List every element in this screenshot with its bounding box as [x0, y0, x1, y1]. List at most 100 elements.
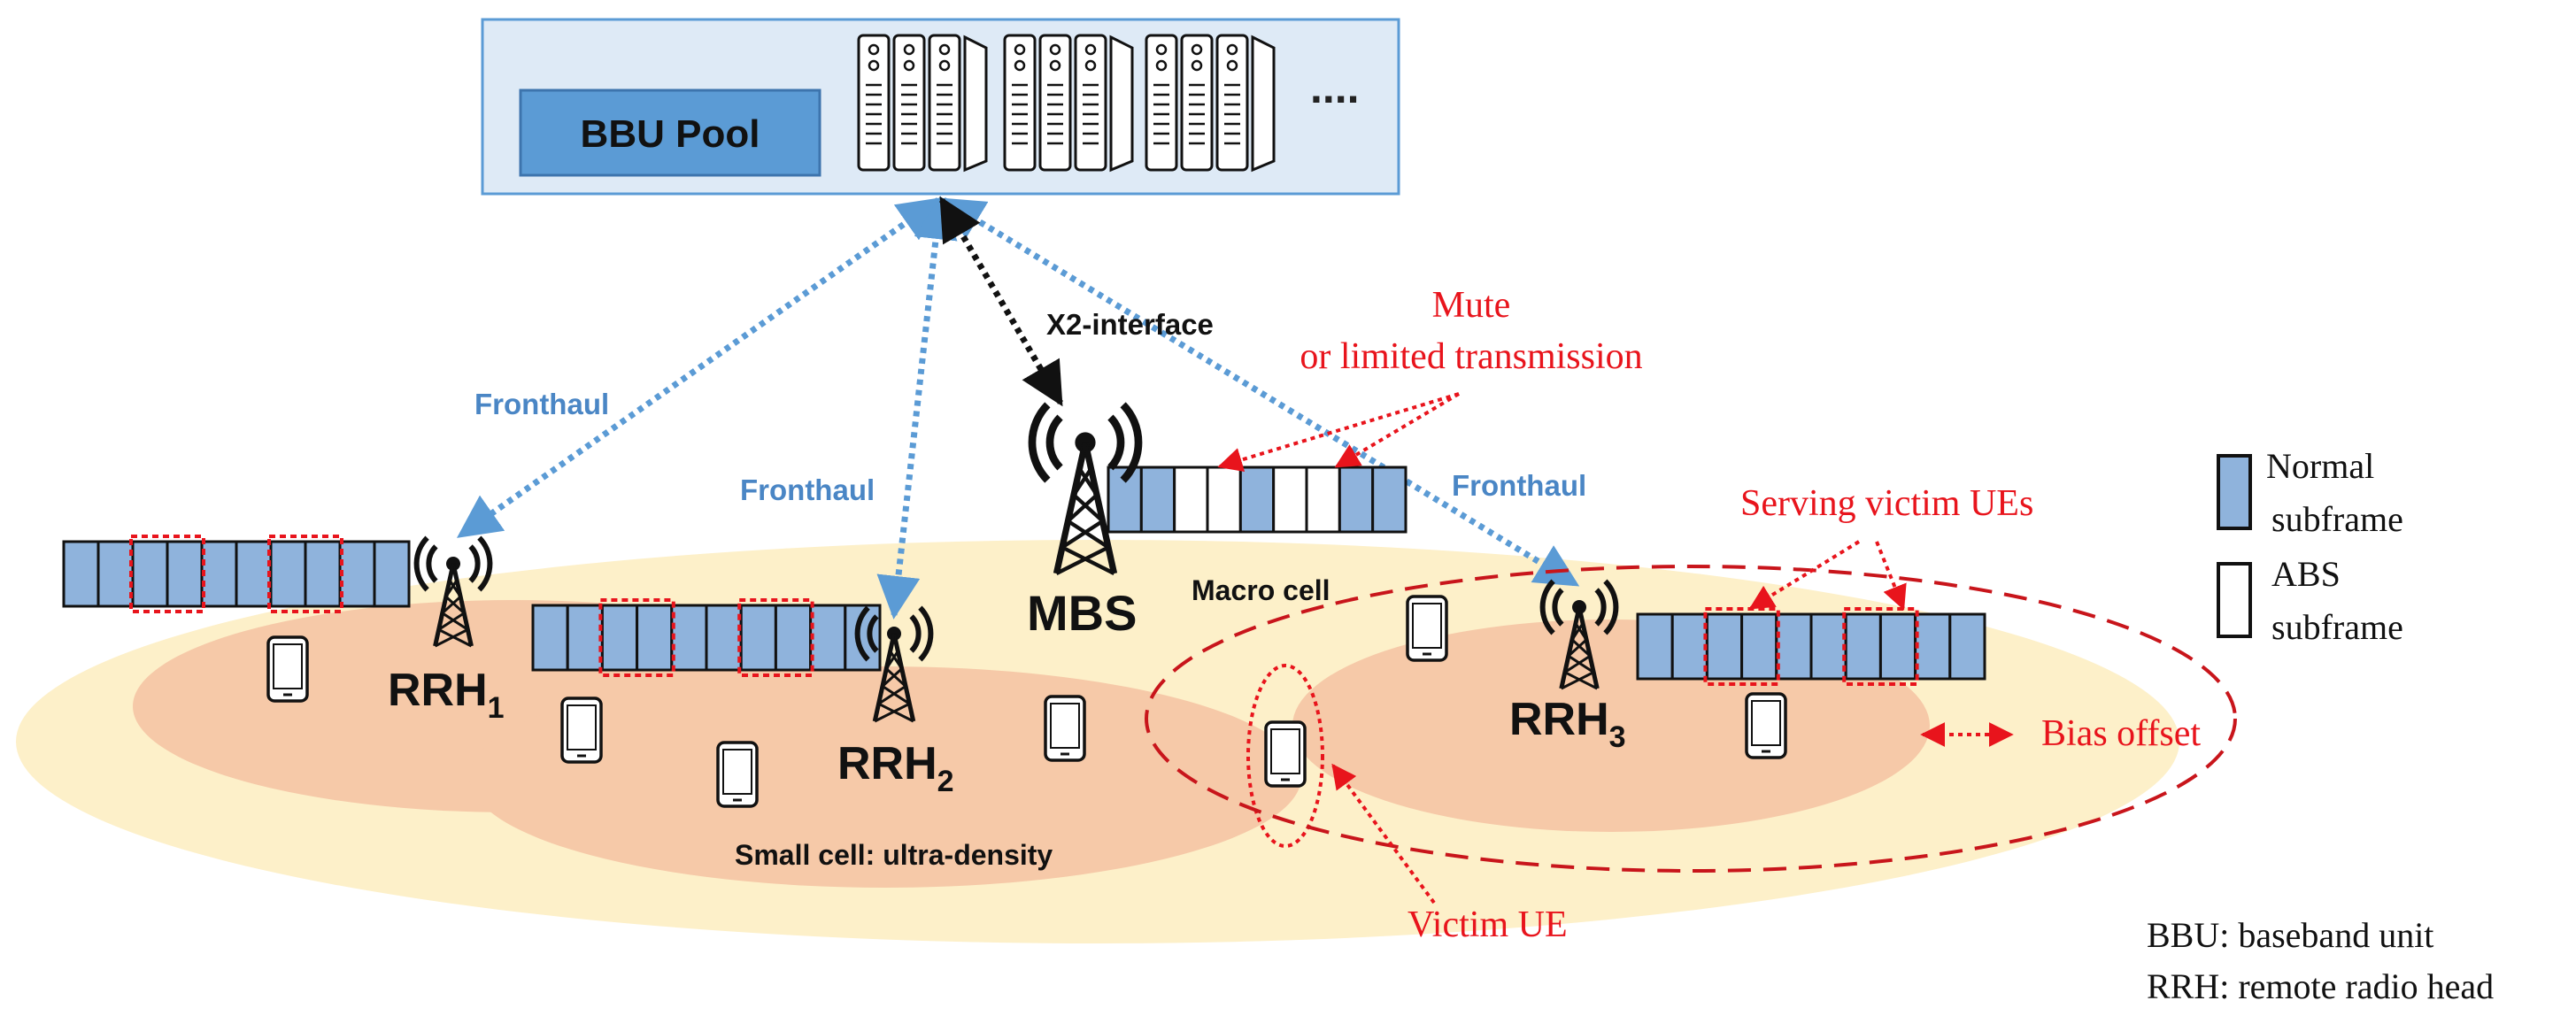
normal-subframe	[1371, 466, 1408, 534]
bbu-pool-label-box	[519, 89, 821, 177]
tower-brace-icon	[877, 702, 914, 723]
tower-brace-icon	[1568, 654, 1595, 673]
x2-interface-label: X2-interface	[1046, 308, 1214, 341]
normal-subframe	[166, 540, 204, 608]
signal-wave-icon	[918, 605, 934, 662]
tower-brace-icon	[1067, 519, 1110, 550]
victim-ue-label: Victim UE	[1408, 904, 1568, 945]
tower-brace-icon	[448, 563, 455, 581]
tower-brace-icon	[1561, 671, 1594, 690]
serving-victim-ues-label: Serving victim UEs	[1740, 483, 2033, 524]
normal-subframe	[269, 540, 307, 608]
normal-subframe	[636, 604, 674, 672]
server-rack-icon	[1145, 34, 1178, 172]
fronthaul-label-right: Fronthaul	[1452, 469, 1586, 502]
bbu-pool: BBU Pool ....	[481, 18, 1400, 196]
subframe-bar-mbs	[1107, 466, 1408, 534]
rrh3-label-base: RRH	[1509, 694, 1609, 745]
expanded-range-boundary	[1145, 565, 2237, 873]
server-rack-icon	[928, 34, 961, 172]
legend-normal-swatch	[2217, 454, 2252, 530]
normal-subframe	[62, 540, 100, 608]
normal-subframe	[1238, 466, 1276, 534]
legend-abs-swatch	[2217, 562, 2252, 638]
rrh1-antenna-icon	[413, 535, 493, 648]
normal-subframe	[235, 540, 273, 608]
bias-offset-label: Bias offset	[2041, 713, 2201, 754]
server-rack-icon	[1215, 34, 1249, 172]
tower-brace-icon	[1570, 638, 1592, 658]
victim-ue-circle	[1246, 664, 1324, 848]
tower-brace-icon	[1077, 467, 1099, 496]
server-led-icon	[1226, 43, 1238, 56]
normal-subframe	[338, 540, 376, 608]
x2-interface-link	[938, 196, 1064, 407]
tower-brace-icon	[1072, 493, 1104, 523]
server-rack-icon	[1003, 34, 1037, 172]
tower-brace-icon	[889, 633, 896, 652]
legend-abs-line1: ABS	[2271, 554, 2341, 594]
signal-wave-icon	[867, 614, 879, 653]
mute-label-line1: Mute	[1432, 285, 1511, 326]
tower-brace-icon	[1072, 467, 1093, 496]
normal-subframe	[809, 604, 847, 672]
phone-icon	[1264, 720, 1307, 788]
server-rack-icon	[1180, 34, 1214, 172]
server-led-icon	[1191, 59, 1203, 72]
fronthaul-label-left: Fronthaul	[474, 388, 609, 420]
signal-wave-icon	[1552, 588, 1564, 627]
legend-normal-line1: Normal	[2266, 446, 2374, 486]
server-led-icon	[1014, 43, 1026, 56]
normal-subframe	[131, 540, 169, 608]
rrh2-label: RRH2	[837, 738, 954, 798]
subframe-bar-rrh2	[531, 598, 882, 677]
normal-subframe	[200, 540, 238, 608]
signal-wave-icon	[1045, 414, 1063, 471]
serving-arrow-2	[1875, 541, 1907, 611]
phone-screen-icon	[1412, 603, 1442, 649]
server-led-icon	[1155, 43, 1168, 56]
server-rack-icon	[892, 34, 926, 172]
signal-wave-icon	[1107, 414, 1125, 471]
rrh1-label-sub: 1	[488, 691, 505, 725]
rrh3-antenna-icon	[1539, 579, 1619, 690]
server-led-icon	[868, 43, 880, 56]
mute-label-line2: or limited transmission	[1300, 336, 1642, 377]
tower-brace-icon	[437, 612, 466, 631]
server-led-icon	[938, 59, 951, 72]
rrh2-label-sub: 2	[937, 765, 954, 798]
legend-normal-line2: subframe	[2271, 499, 2403, 539]
normal-subframe	[1878, 612, 1917, 681]
server-led-icon	[1226, 59, 1238, 72]
fronthaul-link-rrh3	[939, 197, 1580, 587]
fronthaul-label-mid: Fronthaul	[740, 473, 875, 506]
signal-wave-icon	[1603, 579, 1619, 635]
normal-subframe	[373, 540, 411, 608]
phone-screen-icon	[567, 704, 597, 750]
rrh2-antenna-icon	[854, 605, 934, 723]
tower-brace-icon	[881, 667, 903, 688]
abbreviation-bbu: BBU: baseband unit	[2147, 915, 2433, 955]
normal-subframe	[1705, 612, 1744, 681]
normal-subframe	[1670, 612, 1708, 681]
tower-brace-icon	[448, 579, 462, 598]
victim-subframe-highlight	[598, 598, 675, 677]
small-cell-label: Small cell: ultra-density	[735, 839, 1053, 871]
tower-brace-icon	[444, 596, 466, 614]
normal-subframe	[304, 540, 342, 608]
mute-arrow-2	[1334, 392, 1461, 468]
fronthaul-link-rrh1	[456, 197, 943, 538]
abs-subframe	[1272, 466, 1308, 534]
normal-subframe	[1844, 612, 1882, 681]
server-door-icon	[1251, 35, 1276, 173]
phone-icon	[266, 635, 309, 703]
legend: Normal subframe ABS subframe	[2217, 446, 2403, 647]
server-door-icon	[1109, 35, 1134, 173]
mbs-tower-icon	[1028, 402, 1143, 575]
tower-brace-icon	[441, 612, 469, 631]
abs-subframe	[1206, 466, 1242, 534]
signal-wave-icon	[909, 614, 922, 653]
victim-subframe-highlight	[1703, 607, 1780, 686]
phone-screen-icon	[722, 749, 752, 795]
normal-subframe	[1775, 612, 1813, 681]
